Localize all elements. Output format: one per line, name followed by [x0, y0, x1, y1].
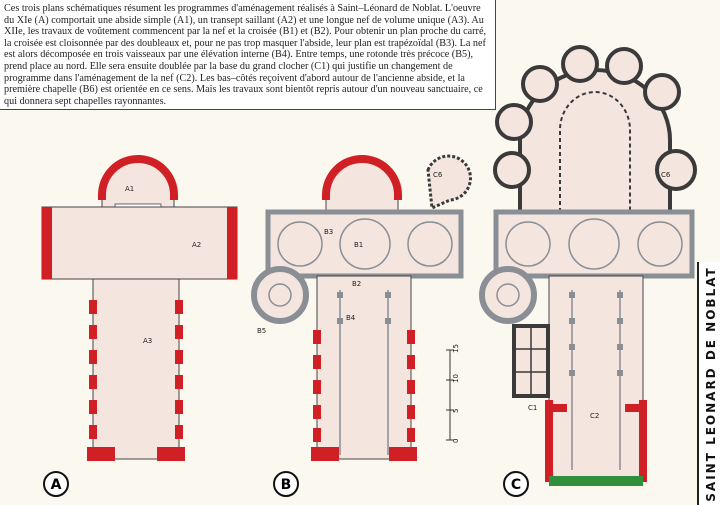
plan-a-transept-east-wall [227, 207, 237, 279]
plan-a-letter: A [51, 477, 62, 493]
label-a1: A1 [125, 185, 134, 193]
plan-a-transept-west-wall [42, 207, 52, 279]
scale-bar: 0 5 10 15 [446, 344, 460, 443]
plan-b-rotunda-inner [268, 283, 292, 307]
plan-a-apse-wall [98, 155, 178, 200]
plan-c-transept-vault-west [505, 221, 551, 267]
plan-b-nave-buttresses [311, 330, 417, 461]
scale-tick-10: 10 [452, 374, 460, 383]
plan-b: C6 B3 B1 B2 B4 B5 B [251, 154, 472, 497]
plan-b-apse-wall [322, 155, 402, 200]
label-c-c6: C6 [661, 171, 671, 179]
side-title-text: SAINT LEONARD DE NOBLAT [703, 265, 718, 502]
plan-c-porch [549, 476, 643, 486]
plan-c-transept-vault-east [637, 221, 683, 267]
plan-a-letter-circle [43, 471, 69, 497]
caption-text: Ces trois plans schématiques résument le… [0, 0, 496, 110]
plan-b-rotunda-b5 [251, 266, 309, 324]
plan-c-nave-piers [569, 292, 623, 376]
plan-b-letter-circle [273, 471, 299, 497]
plan-c-letter: C [511, 477, 521, 493]
label-b4: B4 [346, 314, 356, 322]
scale-tick-15: 15 [452, 344, 460, 353]
label-c1: C1 [528, 404, 537, 412]
plan-c-nave [548, 275, 644, 482]
label-b-c6: C6 [433, 171, 443, 179]
plan-c-bell-tower-grid [516, 328, 546, 394]
plan-b-transept-vault-west [277, 221, 323, 267]
plan-a-nave [92, 278, 180, 460]
plan-b-nave-piers [337, 292, 391, 324]
label-b1: B1 [354, 241, 363, 249]
plan-b-crossing-vault [339, 218, 391, 270]
label-b2: B2 [352, 280, 361, 288]
plan-c-crossing-vault [568, 218, 620, 270]
plan-c-sanctuary [559, 91, 631, 213]
plan-a: A1 A2 A3 A [41, 155, 238, 497]
label-c2: C2 [590, 412, 599, 420]
plan-c-rotunda [479, 266, 537, 324]
plan-c-rotunda-inner [496, 283, 520, 307]
plan-c: C6 C1 C2 C [479, 45, 697, 497]
scale-tick-5: 5 [452, 409, 460, 413]
plan-a-nave-buttresses [87, 300, 185, 461]
plan-a-transept [41, 206, 238, 280]
plan-b-letter: B [281, 477, 292, 493]
plan-c-radiating-chapels [493, 45, 697, 191]
plan-c-letter-circle [503, 471, 529, 497]
scale-tick-0: 0 [452, 439, 460, 443]
plan-b-chapel-c6 [426, 154, 472, 211]
label-b5: B5 [257, 327, 266, 335]
side-title-box: SAINT LEONARD DE NOBLAT [697, 262, 720, 505]
label-a2: A2 [192, 241, 201, 249]
plan-b-transept-vault-east [407, 221, 453, 267]
plan-b-nave [316, 275, 412, 460]
label-a3: A3 [143, 337, 152, 345]
label-b3: B3 [324, 228, 333, 236]
plan-c-west-bays-red [545, 400, 647, 482]
